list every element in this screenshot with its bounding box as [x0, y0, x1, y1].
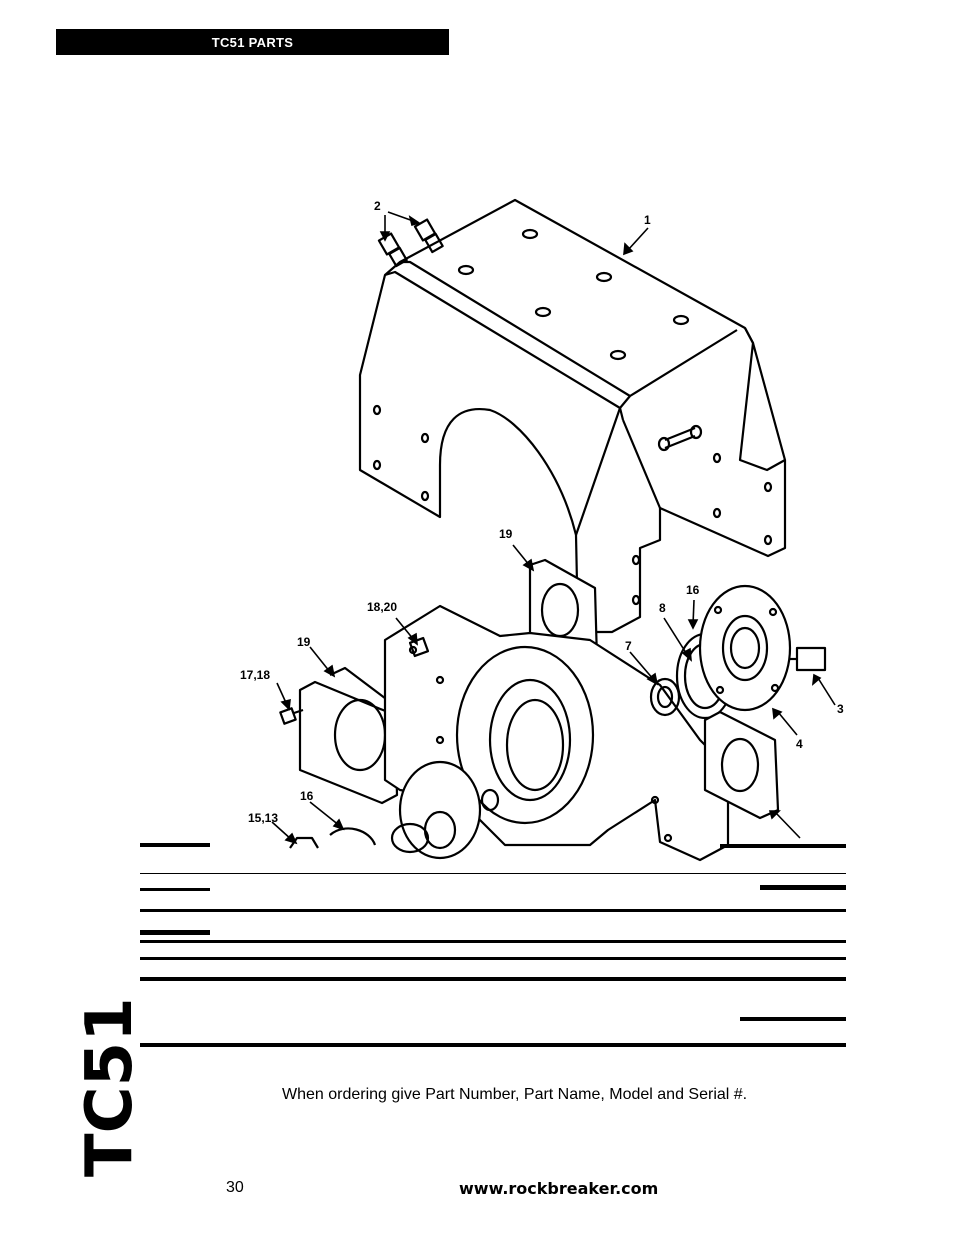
callout-4: 4 — [796, 737, 803, 751]
callout-1: 1 — [644, 213, 651, 227]
scan-line — [760, 885, 846, 890]
pulley-assembly — [390, 760, 500, 860]
scan-line — [140, 843, 210, 847]
callout-7: 7 — [625, 639, 632, 653]
callout-15-13: 15,13 — [248, 811, 278, 825]
bearing-part-7 — [649, 677, 681, 717]
callout-19-left: 19 — [297, 635, 311, 649]
page-number: 30 — [226, 1179, 244, 1196]
scan-line — [140, 957, 846, 960]
callout-16-lower: 16 — [300, 789, 314, 803]
housing-part-1 — [358, 198, 787, 634]
callout-19-upper: 19 — [499, 527, 513, 541]
scan-line — [140, 888, 210, 891]
scan-line — [140, 873, 846, 874]
ordering-note: When ordering give Part Number, Part Nam… — [282, 1086, 748, 1103]
scan-line — [140, 1043, 846, 1047]
end-cap-part-4 — [698, 584, 792, 712]
corrupted-table-region — [140, 835, 846, 1050]
scan-line — [720, 844, 846, 848]
callout-2: 2 — [374, 199, 381, 213]
callout-17-18: 17,18 — [240, 668, 270, 682]
section-header: TC51 PARTS — [56, 29, 449, 55]
callout-8: 8 — [659, 601, 666, 615]
scan-line — [140, 909, 846, 912]
section-title: TC51 PARTS — [211, 34, 294, 50]
callout-18-20: 18,20 — [367, 600, 397, 614]
gasket-part-19-left — [298, 666, 399, 805]
scan-line — [140, 930, 210, 935]
website-link[interactable]: www.rockbreaker.com — [459, 1179, 659, 1198]
bolt-part-17-18 — [279, 707, 304, 725]
scan-line — [740, 1017, 846, 1021]
side-plate-right — [703, 710, 780, 820]
callout-16-upper: 16 — [686, 583, 700, 597]
scan-line — [140, 940, 846, 943]
bolt-part-3 — [790, 646, 827, 672]
snap-ring-part-16-lower — [329, 827, 377, 846]
scan-line — [140, 977, 846, 981]
callout-3: 3 — [837, 702, 844, 716]
